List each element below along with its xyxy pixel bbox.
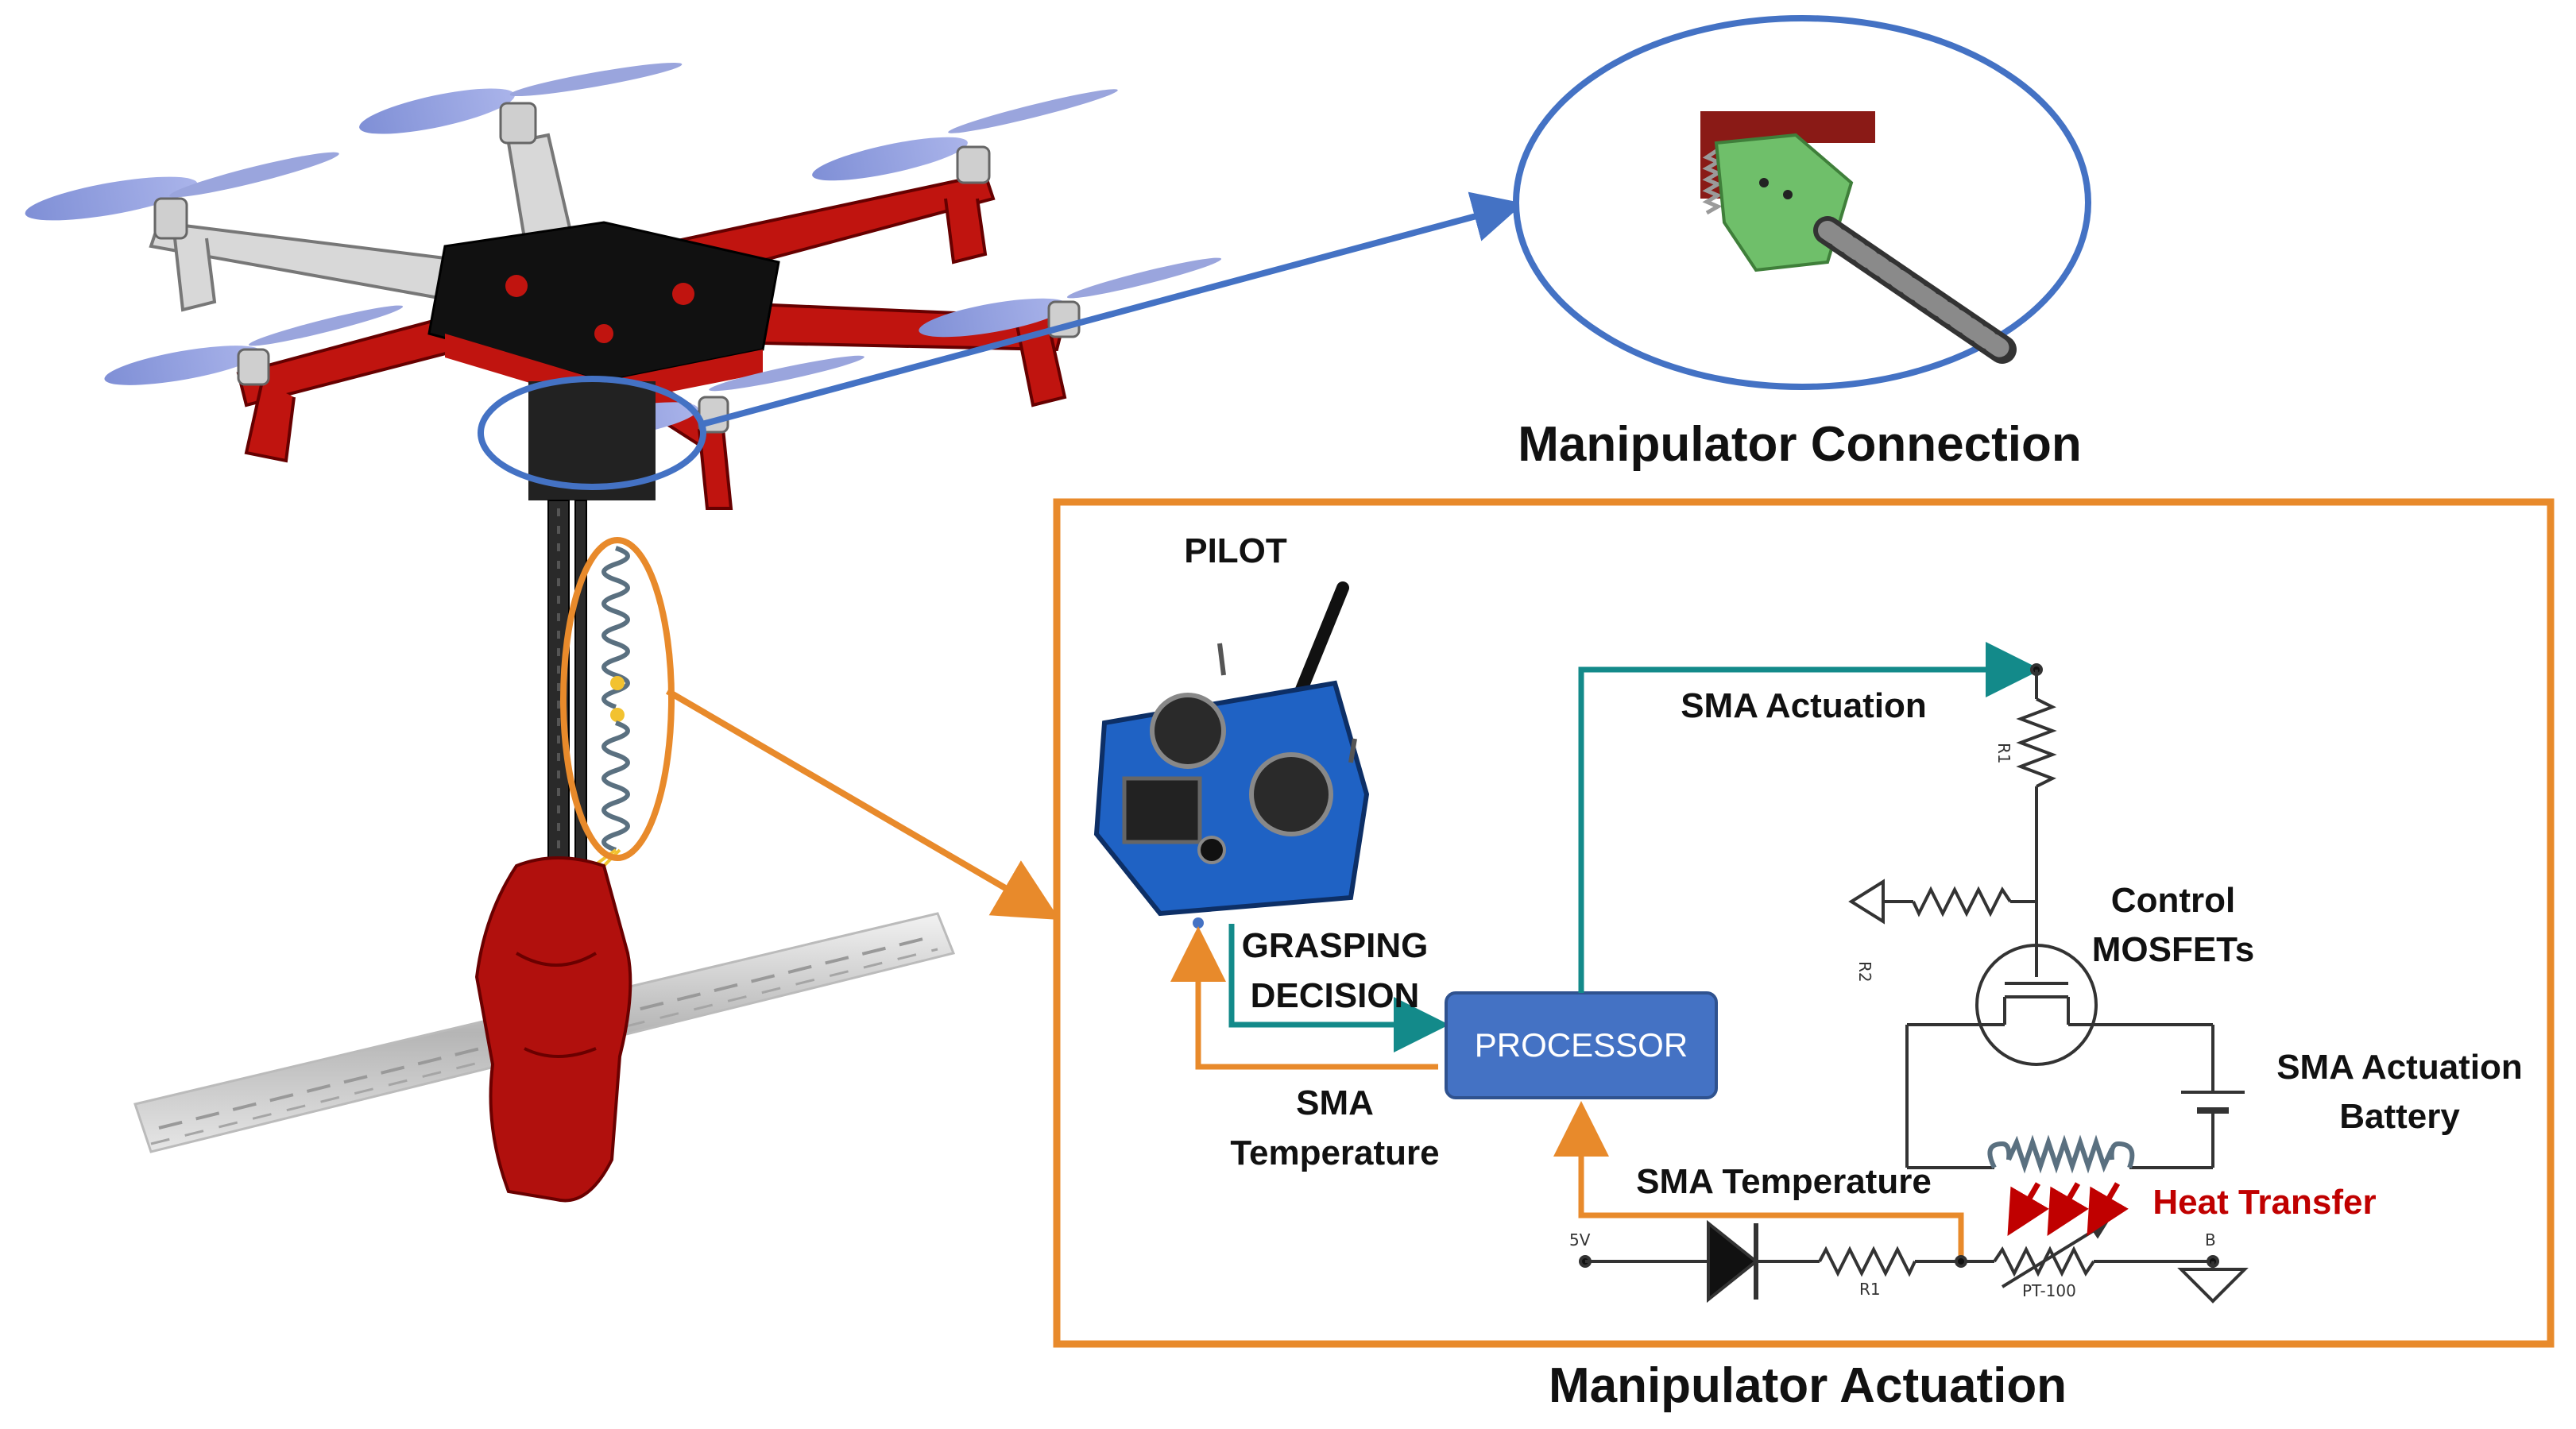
circuit-r1-bottom-label: R1 [1859, 1280, 1881, 1299]
connection-callout-arrow [698, 191, 1524, 428]
propeller-2 [359, 62, 683, 145]
drone-propellers [25, 62, 1222, 440]
circuit-5v-label: 5V [1569, 1230, 1591, 1249]
sma-temperature-label: SMA Temperature [1636, 1162, 1932, 1201]
sma-actuation-arrow [1578, 642, 2041, 993]
propeller-5 [104, 305, 404, 386]
manipulator-actuation-title: Manipulator Actuation [1549, 1358, 2067, 1413]
processor-label: PROCESSOR [1475, 1026, 1688, 1064]
actuation-circuit [1579, 663, 2249, 1303]
pilot-output-node [1193, 917, 1204, 929]
battery-label-2: Battery [2339, 1097, 2460, 1136]
manipulator-mast [528, 381, 656, 875]
propeller-3 [812, 89, 1118, 184]
connection-zoom-view [1513, 15, 2091, 390]
sma-temperature-feedback-arrow [1170, 926, 1438, 1070]
control-mosfets-label-1: Control [2111, 881, 2235, 920]
connection-highlight-ellipse [478, 376, 706, 490]
red-hand-gripper [474, 856, 632, 1203]
heat-transfer-arrows [2007, 1182, 2129, 1237]
circuit-r2-label: R2 [1855, 961, 1874, 983]
battery-label-1: SMA Actuation [2276, 1048, 2523, 1087]
manipulator-connection-title: Manipulator Connection [1518, 417, 2082, 472]
sma-temperature-left-label-2: Temperature [1230, 1134, 1439, 1172]
hexacopter-drone [25, 62, 1222, 1203]
pilot-label: PILOT [1184, 531, 1287, 570]
circuit-b-label: B [2205, 1230, 2216, 1249]
grasping-decision-arrow [1228, 924, 1449, 1052]
propeller-1 [25, 152, 339, 240]
manipulator-actuation-box [1053, 498, 2555, 1348]
springs-highlight-ellipse [560, 537, 675, 861]
grasping-decision-label-2: DECISION [1251, 976, 1420, 1015]
sma-temperature-arrow [1553, 1101, 1964, 1261]
radio-transmitter [1093, 581, 1370, 917]
sma-actuation-label: SMA Actuation [1681, 686, 1927, 725]
control-mosfets-label-2: MOSFETs [2092, 930, 2255, 969]
drone-frame-center [427, 221, 780, 405]
grasping-decision-label-1: GRASPING [1242, 926, 1429, 965]
heat-transfer-label: Heat Transfer [2152, 1183, 2376, 1222]
sma-temperature-left-label-1: SMA [1296, 1083, 1374, 1122]
circuit-pt100-label: PT-100 [2022, 1281, 2076, 1300]
circuit-r1-top-label: R1 [1994, 743, 2013, 764]
actuation-callout-arrow [665, 688, 1060, 921]
